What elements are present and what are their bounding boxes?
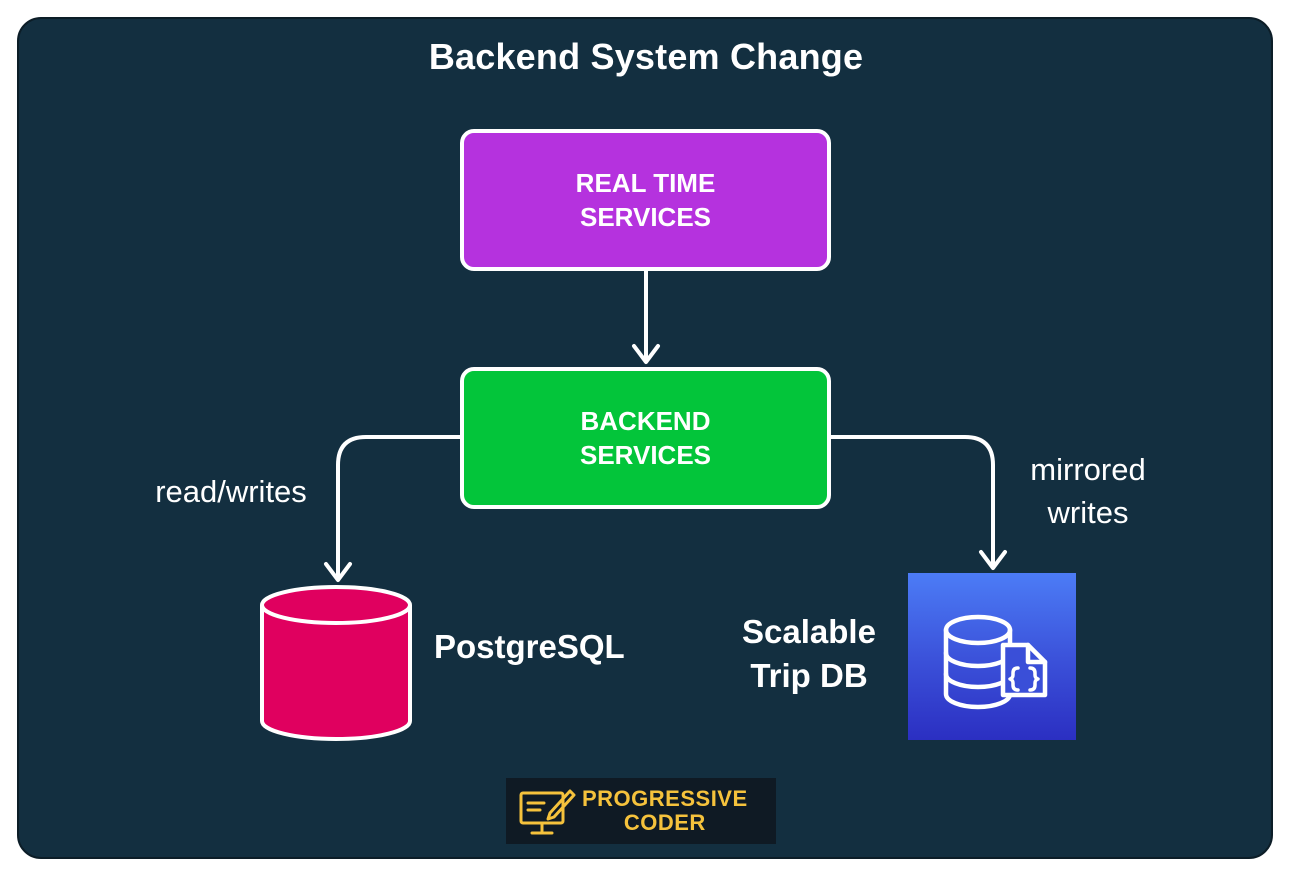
arrowhead-tripdb [979,550,1007,570]
edge-label-mirrored-writes: mirrored writes [1030,452,1146,530]
diagram-title: Backend System Change [428,36,864,77]
logo-text: PROGRESSIVE CODER [582,786,748,835]
pencil-monitor-icon [519,789,576,835]
edge-label-read-writes: read/writes [155,474,307,509]
logo: PROGRESSIVE CODER [506,778,776,844]
node-realtime-services: REAL TIME SERVICES [460,129,831,271]
arrowhead-postgres [324,562,352,582]
node-backend-services: BACKEND SERVICES [460,367,831,509]
document-database-icon [908,573,1076,740]
database-cylinder-icon [260,585,412,741]
node-postgresql-label: PostgreSQL [434,628,625,665]
edge-backend-to-postgres [336,435,462,580]
edge-backend-to-tripdb [829,435,995,568]
arrowhead-backend [632,344,660,364]
node-trip-db-label: Scalable Trip DB [742,613,876,694]
